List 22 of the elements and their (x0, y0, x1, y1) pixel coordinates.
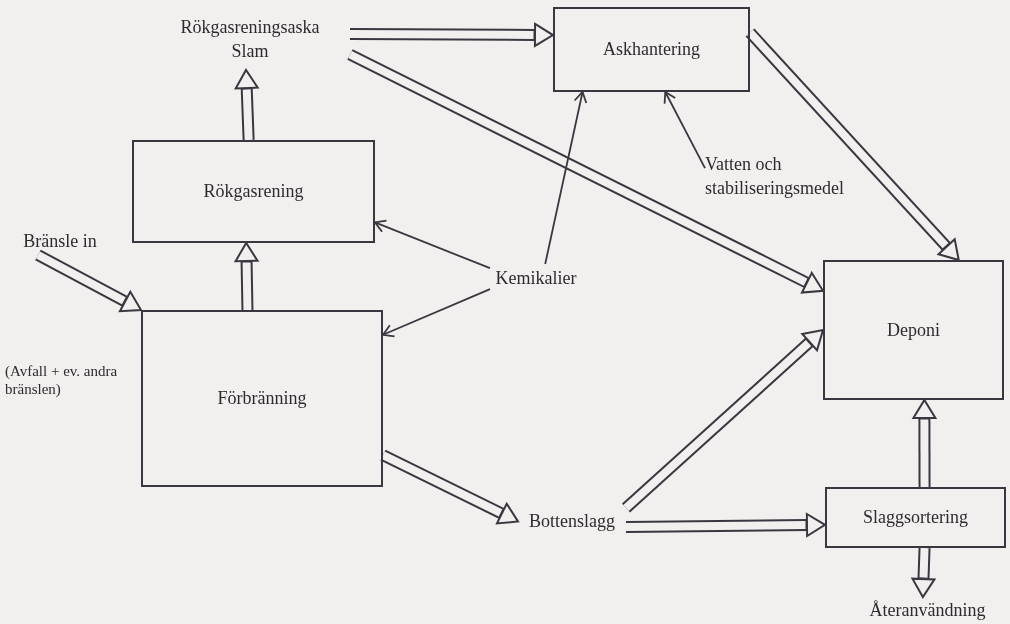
flow-label: Rökgasreningsaska (180, 15, 320, 39)
box-label: Askhantering (603, 38, 700, 62)
flow-label: Kemikalier (495, 266, 577, 290)
box-label: Deponi (887, 318, 940, 342)
arrow (374, 219, 491, 270)
flow-label: Vatten och stabiliseringsmedel (705, 152, 845, 200)
arrow (544, 91, 588, 265)
flow-label: Slam (231, 40, 269, 63)
process-box (553, 7, 750, 92)
arrow (663, 91, 706, 170)
flow-label: Återanvändning (869, 598, 986, 622)
process-box (141, 310, 383, 487)
flow-label: Bränsle in (23, 230, 97, 254)
process-box (132, 140, 375, 243)
note-text: (Avfall + ev. andra bränslen) (5, 362, 119, 398)
flow-label: Bottenslagg (529, 510, 615, 534)
process-box (825, 487, 1006, 548)
arrow (382, 288, 491, 338)
box-label: Förbränning (217, 387, 307, 411)
box-label: Rökgasrening (203, 180, 304, 204)
process-box (823, 260, 1004, 400)
box-label: Slaggsortering (863, 506, 968, 530)
